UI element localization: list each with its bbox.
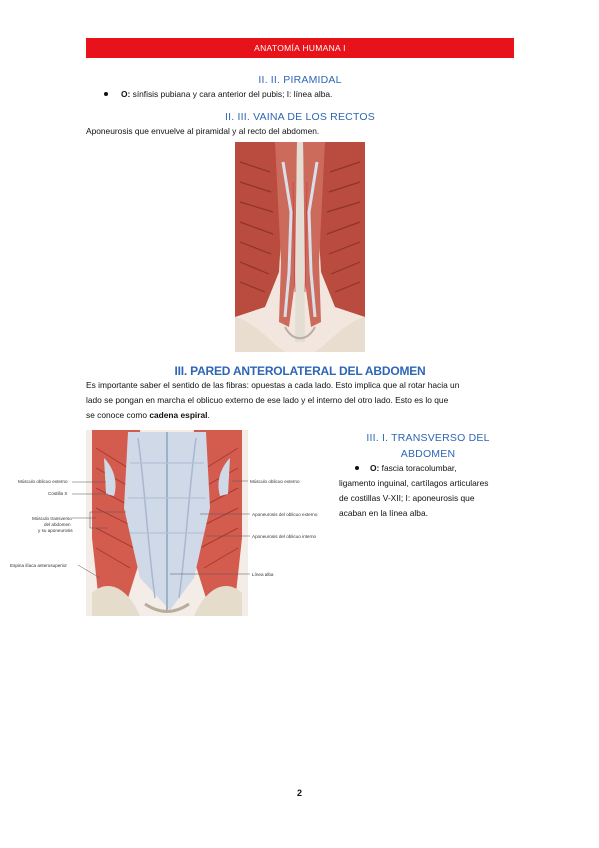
anatomy-figure-transverse-abdominis: Músculo oblicuo externo Costilla X Múscu…	[10, 430, 318, 616]
bullet-dot	[104, 92, 108, 96]
bullet-dot	[355, 466, 359, 470]
pared-text: Es importante saber el sentido de las fi…	[86, 378, 516, 423]
label-espina-iliaca: Espina ilíaca anterosuperior	[10, 563, 67, 568]
transverso-line-1: O: fascia toracolumbar,	[339, 461, 519, 476]
cadena-espiral: cadena espiral	[149, 410, 208, 420]
label-oblicuo-externo-right: Músculo oblicuo externo	[250, 479, 300, 484]
label-linea-alba: Línea alba	[252, 572, 274, 577]
origin-label: O:	[121, 89, 131, 99]
page-number: 2	[296, 788, 302, 798]
origin-label: O:	[370, 463, 380, 473]
transverso-line-2: ligamento inguinal, cartílagos articular…	[339, 478, 489, 488]
transverso-text: O: fascia toracolumbar, ligamento inguin…	[339, 461, 519, 521]
label-transverso-1: Músculo transverso	[32, 516, 72, 521]
vaina-text: Aponeurosis que envuelve al piramidal y …	[86, 126, 320, 136]
label-transverso-3: y su aponeurosis	[38, 528, 73, 533]
label-transverso-2: del abdomen	[44, 522, 71, 527]
pared-line-3-post: .	[207, 410, 210, 420]
heading-transverso-line-1: III. I. TRANSVERSO DEL	[366, 432, 490, 444]
pared-line-2: lado se pongan en marcha el oblicuo exte…	[86, 395, 449, 405]
transverso-line-1-text: fascia toracolumbar,	[379, 463, 457, 473]
label-costilla-x: Costilla X	[48, 491, 67, 496]
label-aponeurosis-oblicuo-interno: Aponeurosis del oblicuo interno	[252, 534, 317, 539]
transverso-line-3: de costillas V-XII; I: aponeurosis que	[339, 493, 475, 503]
header-bar: ANATOMÍA HUMANA I	[86, 38, 514, 58]
piramidal-desc: sínfisis pubiana y cara anterior del pub…	[130, 89, 333, 99]
anatomy-figure-rectus-sheath	[235, 142, 365, 352]
label-aponeurosis-oblicuo-externo: Aponeurosis del oblicuo externo	[252, 512, 318, 517]
piramidal-text: O: sínfisis pubiana y cara anterior del …	[121, 87, 332, 102]
pared-line-1: Es importante saber el sentido de las fi…	[86, 380, 460, 390]
heading-pared-anterolateral: III. PARED ANTEROLATERAL DEL ABDOMEN	[174, 364, 426, 378]
heading-transverso-line-2: ABDOMEN	[400, 448, 456, 460]
heading-piramidal: II. II. PIRAMIDAL	[258, 74, 342, 86]
header-title: ANATOMÍA HUMANA I	[254, 43, 346, 53]
transverso-line-4: acaban en la línea alba.	[339, 508, 428, 518]
label-oblicuo-externo-left: Músculo oblicuo externo	[18, 479, 68, 484]
pared-line-3-pre: se conoce como	[86, 410, 150, 420]
heading-vaina: II. III. VAINA DE LOS RECTOS	[225, 111, 375, 123]
heading-transverso: III. I. TRANSVERSO DEL ABDOMEN	[340, 430, 516, 462]
pared-line-3: se conoce como cadena espiral.	[86, 408, 516, 423]
